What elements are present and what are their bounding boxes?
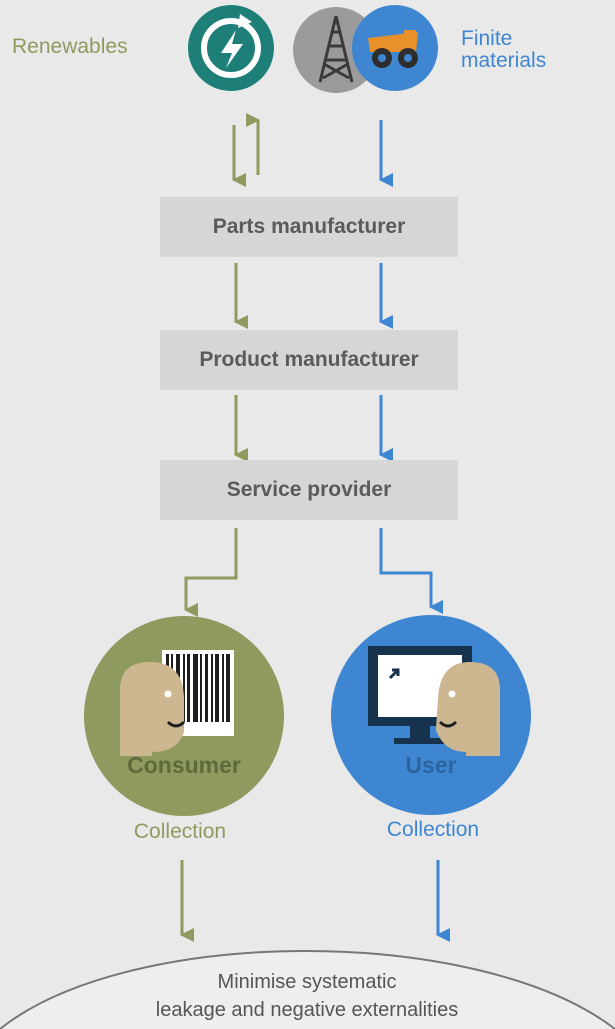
tech-arrow-to-user (379, 528, 443, 614)
consumer-node (84, 616, 284, 816)
stage-product-manufacturer: Product manufacturer (160, 330, 458, 390)
finite-label-line2: materials (461, 49, 547, 72)
stage-parts-manufacturer: Parts manufacturer (160, 197, 458, 257)
user-face-icon (436, 662, 500, 756)
outcome-arc (0, 950, 615, 1029)
stage-service-provider: Service provider (160, 460, 458, 520)
mining-truck-icon (352, 5, 438, 91)
consumer-label: Consumer (127, 752, 241, 778)
user-label: User (405, 752, 457, 778)
renewables-label: Renewables (12, 35, 128, 58)
consumer-face-icon (120, 662, 186, 756)
user-node (331, 615, 531, 815)
bio-arrow-to-consumer (184, 528, 238, 617)
outcome-text: Minimise systematic leakage and negative… (57, 968, 557, 1024)
finite-label-line1: Finite (461, 27, 513, 50)
outcome-line2: leakage and negative externalities (155, 999, 459, 1021)
user-collection-label: Collection (386, 818, 480, 841)
finite-materials-label: Finite materials (461, 28, 546, 72)
renewable-energy-icon (188, 5, 274, 91)
consumer-collection-label: Collection (133, 820, 227, 843)
outcome-line1: Minimise systematic (217, 971, 397, 993)
